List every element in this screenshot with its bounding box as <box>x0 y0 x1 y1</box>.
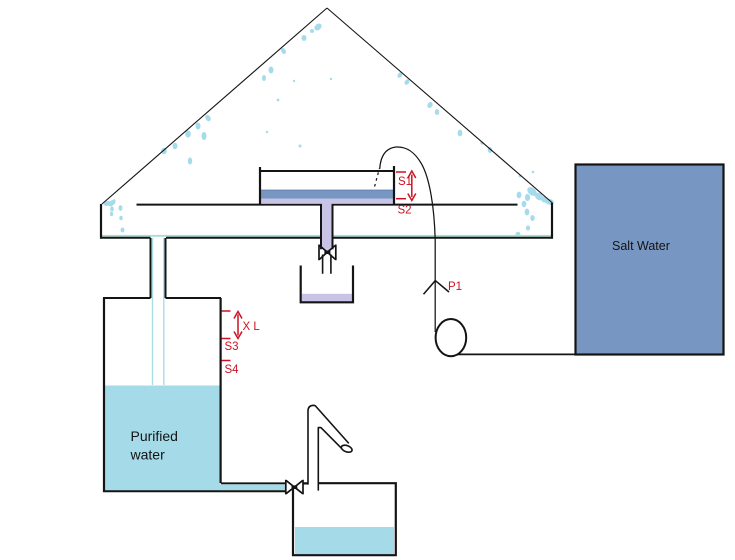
svg-text:Purified: Purified <box>131 428 178 444</box>
svg-text:S1: S1 <box>398 176 412 188</box>
svg-text:water: water <box>130 447 166 463</box>
svg-text:P1: P1 <box>448 281 462 293</box>
svg-text:S2: S2 <box>398 205 412 217</box>
svg-text:X L: X L <box>243 321 261 333</box>
svg-text:S4: S4 <box>225 364 240 376</box>
svg-text:S3: S3 <box>225 341 239 353</box>
svg-text:Salt Water: Salt Water <box>612 239 670 253</box>
